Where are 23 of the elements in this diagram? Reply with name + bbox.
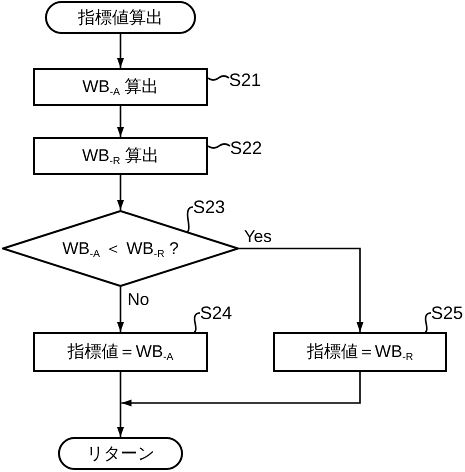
step-label: S25 xyxy=(431,303,464,323)
arrow xyxy=(122,372,361,406)
step-label: S21 xyxy=(229,70,262,90)
leader-line xyxy=(194,312,200,333)
process-box: WB$_{-R}$ 算出 xyxy=(33,137,208,175)
terminator-box: 指標値算出 xyxy=(45,1,196,34)
process-box: 指標値＝WB$_{-R}$ xyxy=(273,332,447,372)
arrow xyxy=(117,106,124,137)
process-box: 指標値＝WB$_{-A}$ xyxy=(33,332,208,372)
arrow xyxy=(117,175,124,210)
leader-line xyxy=(208,75,230,81)
step-label: S22 xyxy=(230,138,262,158)
arrow xyxy=(117,34,124,68)
process-box: WB$_{-A}$ 算出 xyxy=(33,68,208,106)
arrow xyxy=(239,248,364,332)
terminator-box: リターン xyxy=(58,437,183,470)
step-label: S24 xyxy=(200,303,232,323)
arrow xyxy=(117,403,124,437)
leader-line xyxy=(208,143,230,149)
leader-line xyxy=(424,312,432,333)
arrow xyxy=(117,287,124,332)
leader-line xyxy=(186,206,194,232)
connector-line xyxy=(120,372,122,403)
